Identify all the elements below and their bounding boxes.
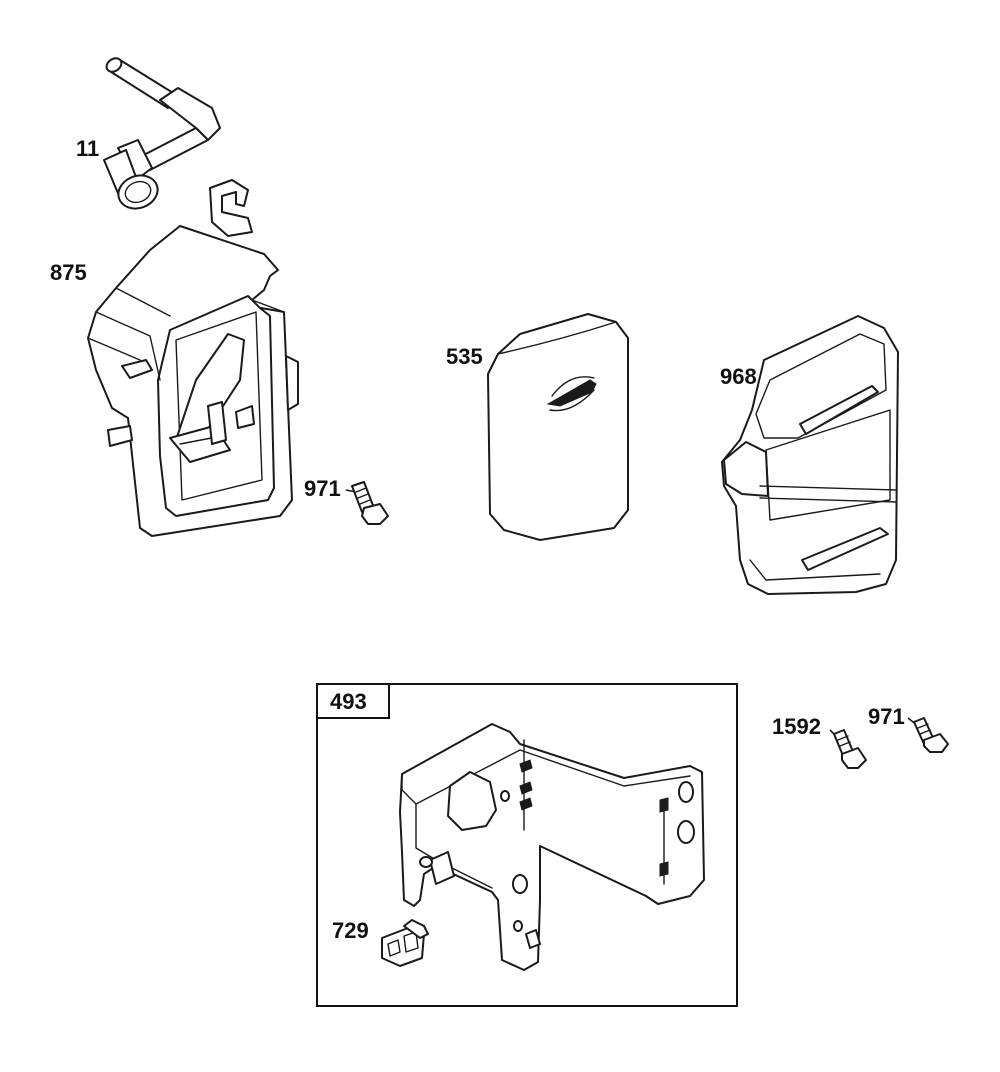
bracket-kit-box [316,683,738,1007]
air-cleaner-cover-part [721,315,899,595]
callout-875: 875 [50,260,87,285]
bolt-971-left-part [345,481,389,525]
callout-971-right: 971 [868,704,905,729]
callout-729: 729 [332,918,369,943]
callout-493: 493 [330,689,367,714]
screw-1592-part [829,729,867,769]
breather-tube-part [103,57,221,210]
callout-535: 535 [446,344,483,369]
callout-971-left: 971 [304,476,341,501]
clip-part [381,919,429,967]
callout-968: 968 [720,364,757,389]
callout-11: 11 [76,136,100,161]
air-cleaner-base-part [87,179,299,537]
callout-1592: 1592 [772,714,821,739]
bolt-971-right-part [907,717,949,753]
filter-element-part [487,313,629,541]
bracket-part [399,723,705,971]
